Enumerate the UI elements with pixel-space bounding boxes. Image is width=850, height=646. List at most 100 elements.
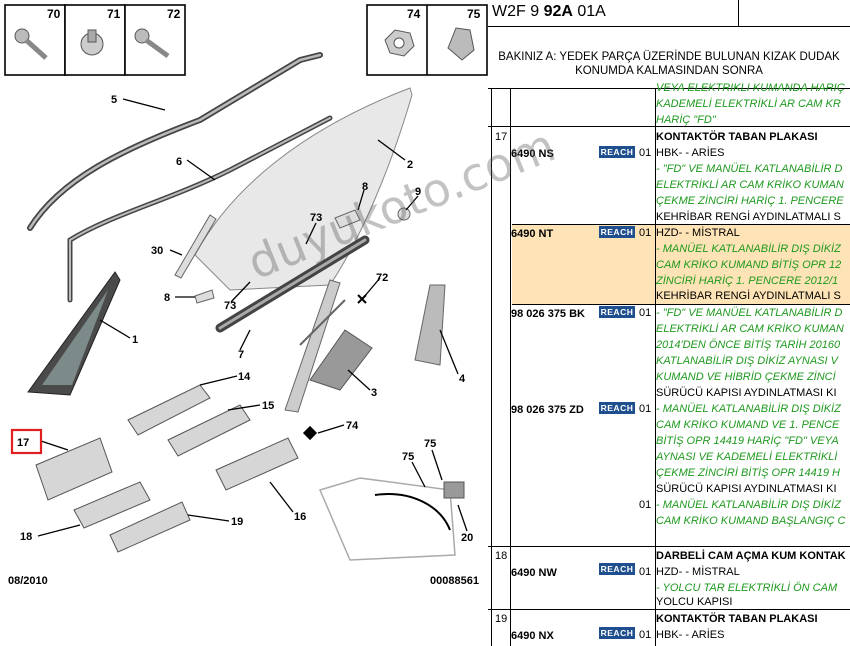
callouts: 5 6 2 8 9 73 30 72 8 73 1 7 4 14 15 3 74… xyxy=(10,94,473,544)
callout-3: 3 xyxy=(371,387,377,399)
callout-9: 9 xyxy=(415,186,421,198)
callout-4: 4 xyxy=(459,373,466,385)
item-number: 18 xyxy=(495,550,508,562)
parts-diagram: 70 71 72 74 75 xyxy=(4,4,488,587)
part-title: KONTAKTÖR TABAN PLAKASI xyxy=(656,613,818,625)
callout-74: 74 xyxy=(346,420,359,432)
green-line: KADEMELİ ELEKTRİKLİ AR CAM KR xyxy=(656,98,841,110)
green-line: - YOLCU TAR ELEKTRİKLİ ÖN CAM xyxy=(656,582,838,594)
callout-75b: 75 xyxy=(402,451,414,463)
notes-line: SÜRÜCÜ KAPISI AYDINLATMASI KI xyxy=(656,483,837,495)
switch-panels xyxy=(35,384,299,553)
diagram-code: W2F 9 92A 01A xyxy=(492,3,606,20)
part-number[interactable]: 98 026 375 ZD xyxy=(511,404,584,416)
callout-14: 14 xyxy=(238,371,251,383)
quantity: 01 xyxy=(639,227,652,239)
thumb-label: 72 xyxy=(167,7,181,21)
callout-8: 8 xyxy=(362,181,368,193)
notes-line: KEHRİBAR RENGİ AYDINLATMALI S xyxy=(656,290,841,302)
callout-19: 19 xyxy=(231,516,243,528)
callout-1: 1 xyxy=(132,334,138,346)
reach-badge[interactable]: REACH xyxy=(599,402,635,414)
quarter-glass xyxy=(27,271,121,396)
green-line: CAM KRİKO KUMAND BAŞLANGIÇ C xyxy=(656,515,846,527)
model: HZD- - MİSTRAL xyxy=(656,227,740,239)
reach-badge[interactable]: REACH xyxy=(599,146,635,158)
flange-bolt-icon xyxy=(80,29,104,56)
quantity: 01 xyxy=(639,629,652,641)
reach-badge[interactable]: REACH xyxy=(599,563,635,575)
part-number[interactable]: 6490 NS xyxy=(511,148,554,160)
green-line: HARİÇ "FD" xyxy=(656,114,716,126)
parts-table: VEYA ELEKTRIKLI KUMANDA HARIÇ KADEMELİ E… xyxy=(488,82,850,646)
callout-73b: 73 xyxy=(224,300,236,312)
regulator-motor xyxy=(414,284,446,366)
green-line: CAM KRİKO KUMAND BİTİŞ OPR 12 xyxy=(656,259,842,271)
window-regulator xyxy=(284,279,373,413)
green-line: BİTİŞ OPR 14419 HARİÇ "FD" VEYA xyxy=(656,435,839,447)
green-line: - "FD" VE MANÜEL KATLANABİLİR D xyxy=(656,307,843,319)
thumb-label: 71 xyxy=(107,7,121,21)
quantity: 01 xyxy=(639,566,652,578)
notes-line: YOLCU KAPISI xyxy=(656,596,733,608)
green-line: - MANÜEL KATLANABİLİR DIŞ DİKİZ xyxy=(656,243,841,255)
green-line: ÇEKME ZİNCİRİ HARİÇ 1. PENCERE xyxy=(656,195,844,207)
note-line: BAKINIZ A: YEDEK PARÇA ÜZERİNDE BULUNAN … xyxy=(498,51,840,63)
self-tapping-screw-icon xyxy=(134,28,170,59)
notes-line: SÜRÜCÜ KAPISI AYDINLATMASI KI xyxy=(656,387,837,399)
callout-6: 6 xyxy=(176,156,182,168)
diagram-date: 08/2010 xyxy=(8,575,48,587)
screw-icon xyxy=(14,28,48,60)
part-number[interactable]: 98 026 375 BK xyxy=(511,308,585,320)
thumb-label: 74 xyxy=(407,7,421,21)
callout-7: 7 xyxy=(238,349,244,361)
green-line: VEYA ELEKTRIKLI KUMANDA HARIÇ xyxy=(656,82,845,94)
green-line: ELEKTRİKLİ AR CAM KRİKO KUMAN xyxy=(656,323,844,335)
item-number: 19 xyxy=(495,613,508,625)
part-title: KONTAKTÖR TABAN PLAKASI xyxy=(656,131,818,143)
door-outline xyxy=(318,477,456,561)
part-title: DARBELİ CAM AÇMA KUM KONTAK xyxy=(656,550,846,562)
callout-8b: 8 xyxy=(164,292,170,304)
callout-15: 15 xyxy=(262,400,274,412)
notes-line: KEHRİBAR RENGİ AYDINLATMALI S xyxy=(656,211,841,223)
callout-30: 30 xyxy=(151,245,163,257)
callout-17-highlighted: 17 xyxy=(17,437,29,449)
model: HBK- - ARİES xyxy=(656,147,725,159)
quantity: 01 xyxy=(639,147,652,159)
callout-73: 73 xyxy=(310,212,322,224)
quantity: 01 xyxy=(639,403,652,415)
callout-2: 2 xyxy=(407,159,413,171)
callout-16: 16 xyxy=(294,511,306,523)
thumb-label: 70 xyxy=(47,7,61,21)
model: HBK- - ARİES xyxy=(656,629,725,641)
reach-badge[interactable]: REACH xyxy=(599,226,635,238)
diagram-id: 00088561 xyxy=(430,575,479,587)
part-number[interactable]: 6490 NW xyxy=(511,567,557,579)
nut-icon xyxy=(384,29,415,57)
green-line: ELEKTRİKLİ AR CAM KRİKO KUMAN xyxy=(656,179,844,191)
quantity: 01 xyxy=(639,307,652,319)
callout-18: 18 xyxy=(20,531,32,543)
fastener-thumbnails: 70 71 72 74 75 xyxy=(4,4,488,76)
reach-badge[interactable]: REACH xyxy=(599,306,635,318)
callout-75: 75 xyxy=(424,438,436,450)
note-line: KONUMDA KALMASINDAN SONRA xyxy=(575,65,763,77)
green-line: ZİNCİRİ HARİÇ 1. PENCERE 2012/1 xyxy=(656,275,839,287)
green-line: AYNASI VE KADEMELİ ELEKTRİKLİ xyxy=(656,451,838,463)
green-line: KATLANABİLİR DIŞ DİKİZ AYNASI V xyxy=(656,355,838,367)
callout-20: 20 xyxy=(461,532,473,544)
callout-5: 5 xyxy=(111,94,117,106)
clip-icon xyxy=(447,27,475,61)
parts-table-panel: W2F 9 92A 01A BAKINIZ A: YEDEK PARÇA ÜZE… xyxy=(488,0,850,646)
green-line: CAM KRİKO KUMAND VE 1. PENCE xyxy=(656,419,840,431)
header: W2F 9 92A 01A xyxy=(488,0,850,27)
green-line: - MANÜEL KATLANABİLİR DIŞ DİKİZ xyxy=(656,499,841,511)
green-line: KUMAND VE HİBRİD ÇEKME ZİNCİ xyxy=(656,371,836,383)
part-number[interactable]: 6490 NX xyxy=(511,630,554,642)
green-line: - "FD" VE MANÜEL KATLANABİLİR D xyxy=(656,163,843,175)
green-line: ÇEKME ZİNCİRİ BİTİŞ OPR 14419 H xyxy=(656,467,840,479)
part-number[interactable]: 6490 NT xyxy=(511,228,554,240)
thumb-label: 75 xyxy=(467,7,481,21)
reach-badge[interactable]: REACH xyxy=(599,627,635,639)
